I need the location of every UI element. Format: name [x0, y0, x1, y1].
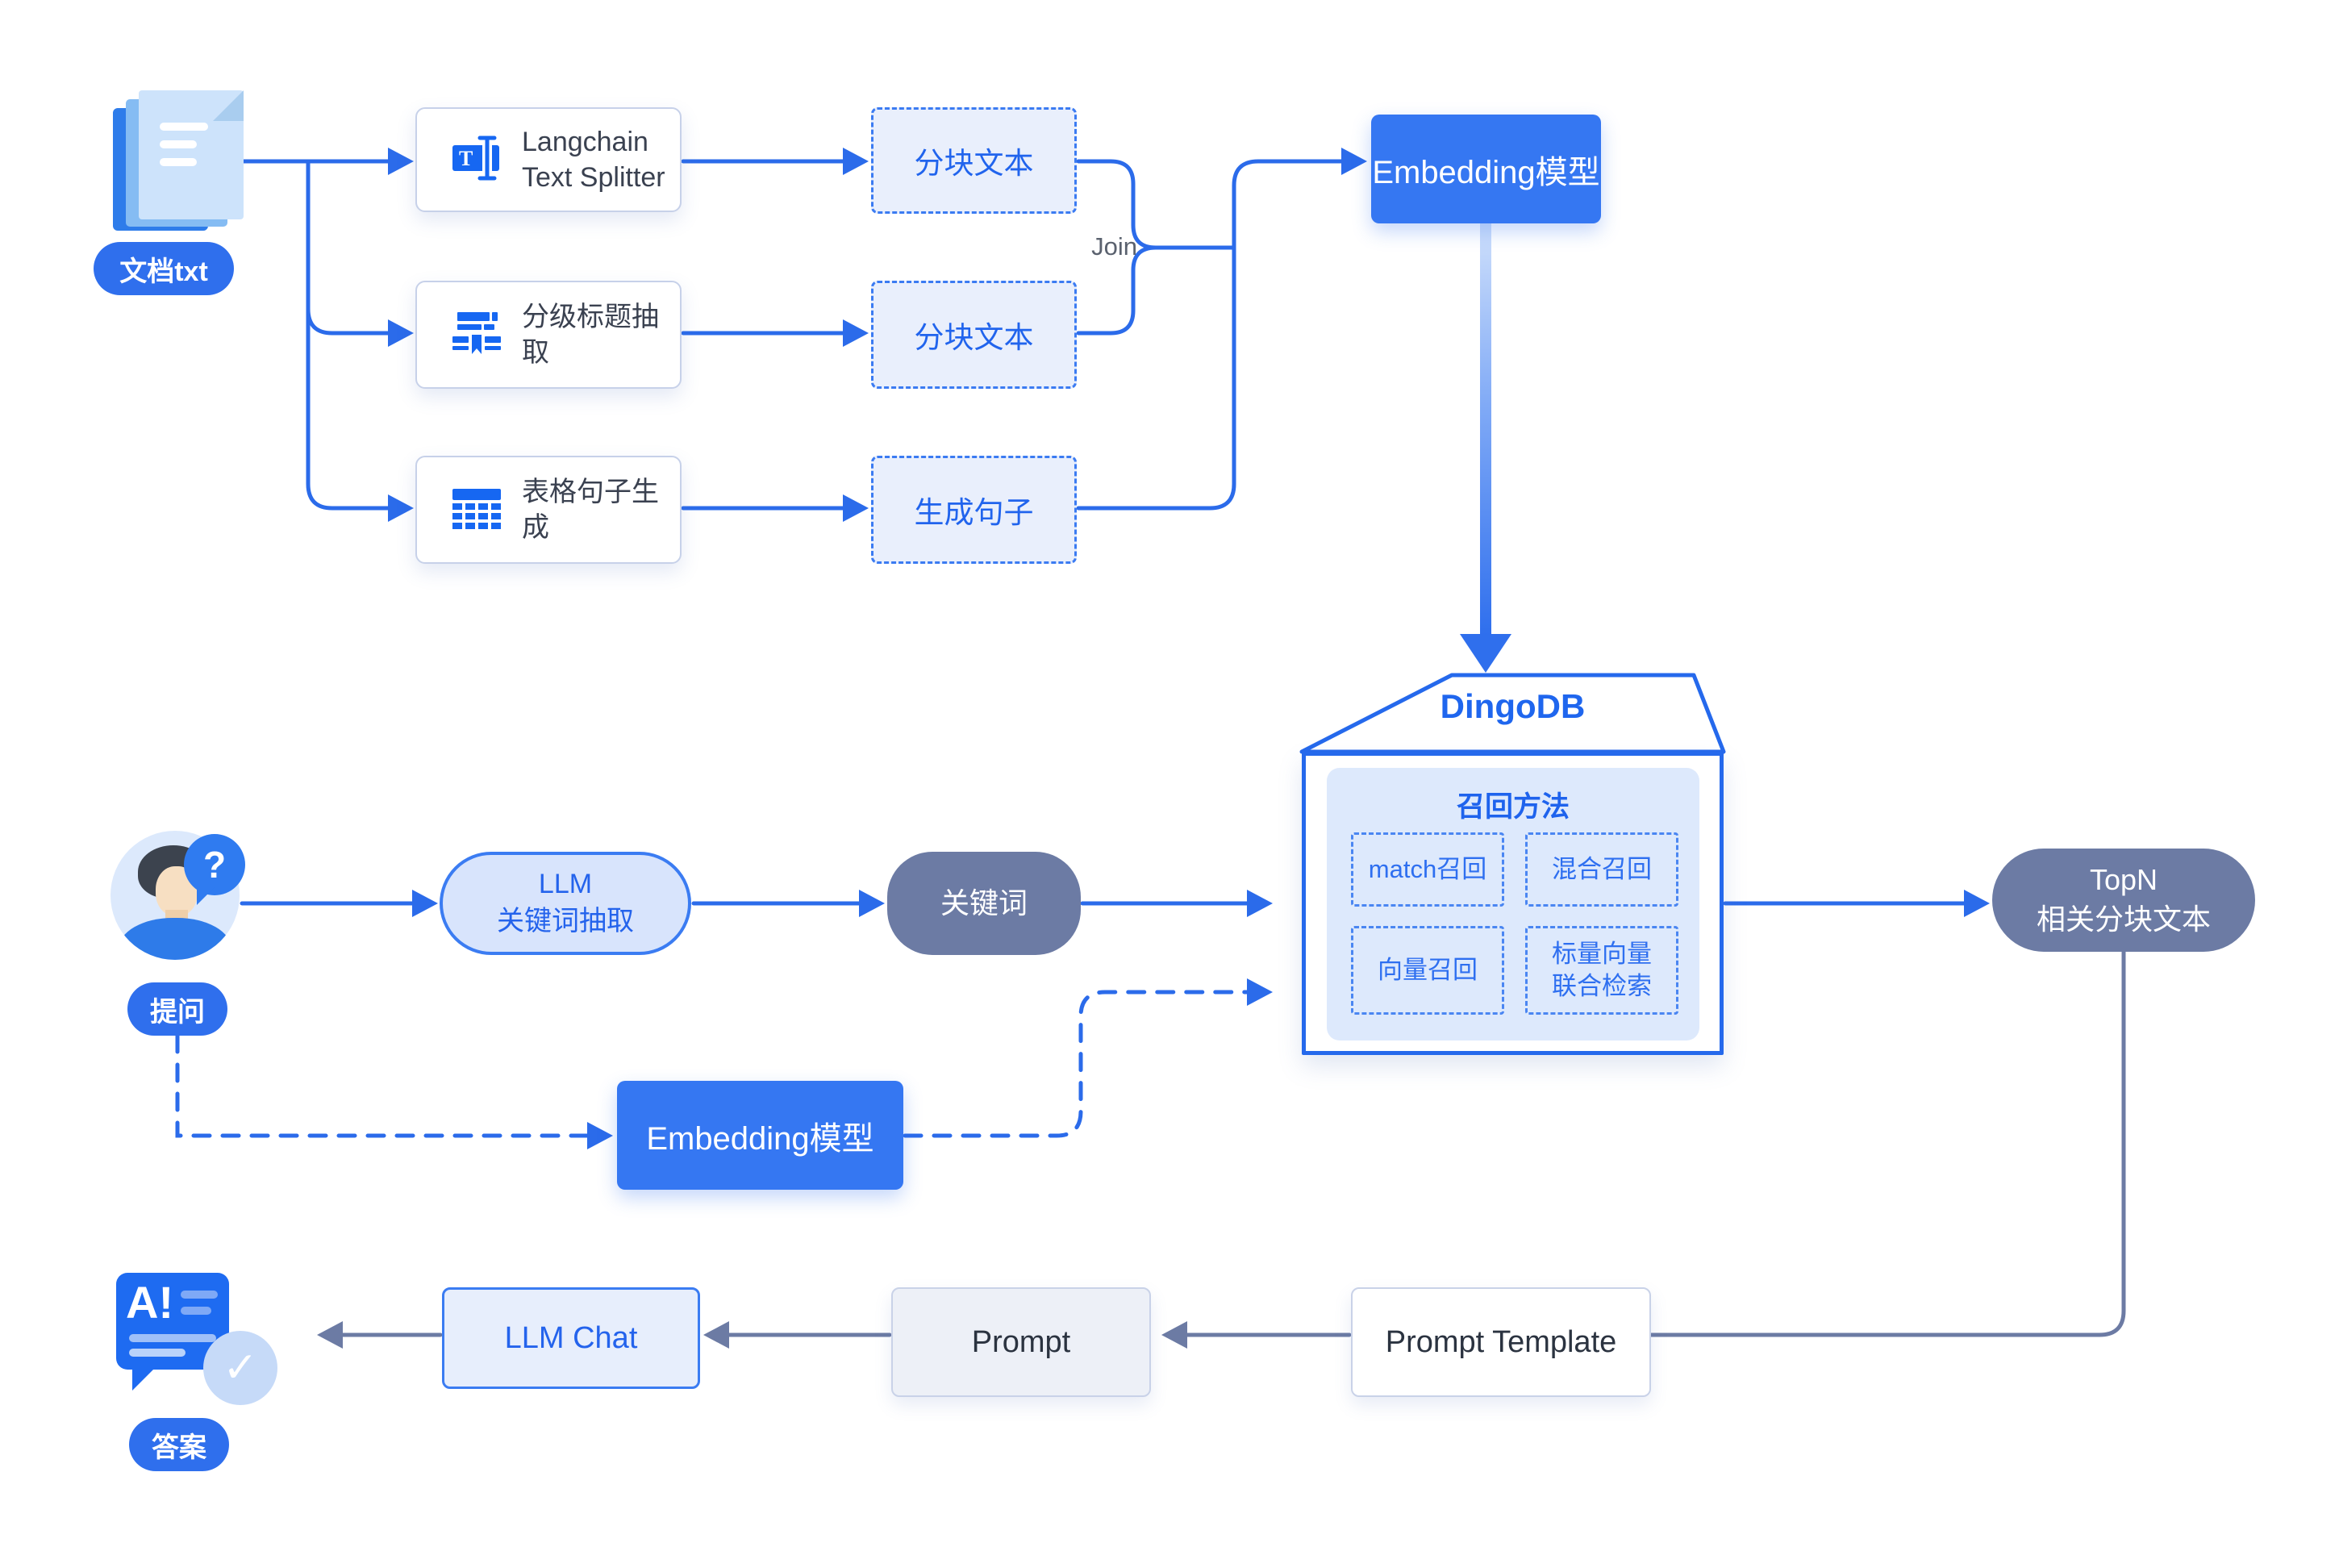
- dingodb-lid: [1299, 673, 1726, 754]
- check-icon: ✓: [203, 1331, 277, 1405]
- heading-extract-box: 分级标题抽取: [415, 281, 682, 389]
- answer-glyph: A!: [126, 1277, 174, 1328]
- llm-chat-box: LLM Chat: [442, 1287, 700, 1389]
- document-stack-icon: [113, 90, 250, 236]
- keyword-node: 关键词: [887, 852, 1081, 955]
- processor-label: 分级标题抽取: [522, 301, 659, 368]
- chunk-text-box-1: 分块文本: [871, 107, 1077, 214]
- chunk-text-box-2: 分块文本: [871, 281, 1077, 389]
- question-bubble-icon: ?: [184, 834, 245, 895]
- question-bubble-tail: [197, 887, 215, 905]
- llm-keyword-extract-node: LLM 关键词抽取: [440, 852, 691, 955]
- answer-badge: 答案: [129, 1418, 229, 1471]
- join-label: Join: [1091, 232, 1137, 261]
- embedding-model-box-query: Embedding模型: [617, 1081, 903, 1190]
- topn-node: TopN 相关分块文本: [1992, 849, 2255, 952]
- text-splitter-icon: T: [451, 132, 502, 188]
- prompt-box: Prompt: [891, 1287, 1151, 1397]
- embedding-model-box-top: Embedding模型: [1371, 115, 1601, 223]
- svg-text:T: T: [459, 147, 473, 170]
- doc-label-badge: 文档txt: [94, 242, 234, 295]
- embedding-to-dingodb-arrow: [1480, 223, 1491, 635]
- dingodb-title: DingoDB: [1440, 687, 1586, 725]
- processor-label: Langchain Text Splitter: [522, 126, 665, 193]
- method-match-recall: match召回: [1351, 832, 1504, 907]
- table-icon: [451, 482, 502, 538]
- recall-methods-title: 召回方法: [1456, 791, 1570, 823]
- answer-bubble-tail: [132, 1366, 156, 1391]
- prompt-template-box: Prompt Template: [1351, 1287, 1651, 1397]
- answer-bubble-icon: A!: [116, 1273, 229, 1370]
- method-hybrid-recall: 混合召回: [1525, 832, 1678, 907]
- heading-extract-icon: [451, 307, 502, 363]
- processor-label: 表格句子生成: [522, 476, 659, 543]
- langchain-text-splitter-box: T Langchain Text Splitter: [415, 107, 682, 212]
- question-badge: 提问: [127, 982, 227, 1036]
- method-vector-recall: 向量召回: [1351, 926, 1504, 1015]
- method-scalar-vector-search: 标量向量 联合检索: [1525, 926, 1678, 1015]
- table-sentence-box: 表格句子生成: [415, 456, 682, 564]
- generated-sentence-box: 生成句子: [871, 456, 1077, 564]
